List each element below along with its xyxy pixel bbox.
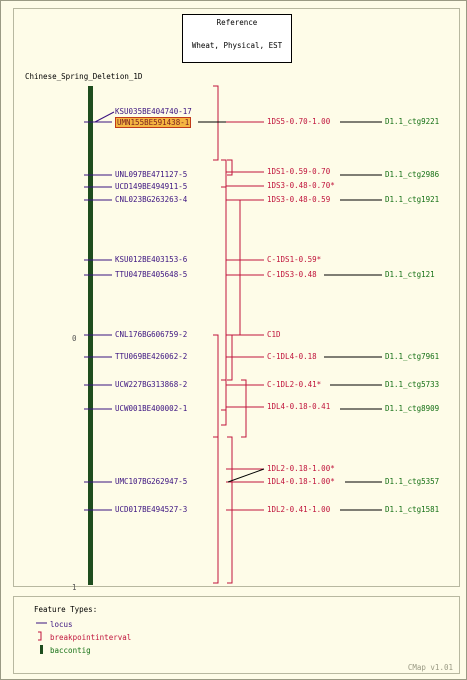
contig-label[interactable]: D1.1_ctg121 (385, 270, 435, 279)
interval-label[interactable]: 1DL4-0.18-0.41 (267, 402, 331, 411)
contig-label[interactable]: D1.1_ctg9221 (385, 117, 440, 126)
locus-label[interactable]: UNL097BE471127-5 (115, 170, 188, 179)
locus-label[interactable]: UMC107BG262947-5 (115, 477, 188, 486)
interval-label[interactable]: 1DS5-0.70-1.00 (267, 117, 331, 126)
interval-label[interactable]: 1DS3-0.48-0.70* (267, 181, 335, 190)
contig-label[interactable]: D1.1_ctg7961 (385, 352, 440, 361)
locus-label[interactable]: CNL023BG263263-4 (115, 195, 188, 204)
interval-label[interactable]: 1DL2-0.41-1.00 (267, 505, 331, 514)
locus-label[interactable]: UCD149BE494911-5 (115, 182, 188, 191)
axis-start-label: 0 (72, 334, 77, 343)
interval-label[interactable]: C-1DS3-0.48 (267, 270, 317, 279)
interval-label[interactable]: C-1DL4-0.18 (267, 352, 317, 361)
contig-label[interactable]: D1.1_ctg1581 (385, 505, 440, 514)
interval-bracket (235, 199, 241, 336)
interval-label[interactable]: 1DL2-0.18-1.00* (267, 464, 335, 473)
locus-label[interactable]: CNL176BG606759-2 (115, 330, 188, 339)
locus-label[interactable]: TTU069BE426062-2 (115, 352, 188, 361)
interval-bracket (213, 334, 219, 438)
locus-label[interactable]: UCD017BE494527-3 (115, 505, 188, 514)
interval-bracket (221, 159, 227, 188)
map-panel (13, 8, 460, 587)
interval-bracket (213, 436, 219, 584)
interval-label[interactable]: 1DS1-0.59-0.70 (267, 167, 331, 176)
reference-box[interactable]: Reference Wheat, Physical, EST (182, 14, 292, 63)
interval-bracket (227, 159, 233, 176)
legend-item-locus: locus (50, 620, 73, 629)
contig-label[interactable]: D1.1_ctg5357 (385, 477, 440, 486)
legend-item-baccontig: baccontig (50, 646, 91, 655)
locus-label[interactable]: UMN155BE591438-1 (115, 117, 192, 128)
interval-label[interactable]: C-1DS1-0.59* (267, 255, 322, 264)
locus-label[interactable]: UCW001BE400002-1 (115, 404, 188, 413)
interval-bracket (213, 85, 219, 161)
version-label: CMap v1.01 (407, 663, 453, 672)
legend-item-breakpointinterval: breakpointinterval (50, 633, 132, 642)
locus-label[interactable]: UCW227BG313868-2 (115, 380, 188, 389)
contig-swatch (40, 645, 43, 654)
contig-label[interactable]: D1.1_ctg1921 (385, 195, 440, 204)
axis-end-label: 1 (72, 583, 77, 592)
interval-bracket (221, 186, 227, 411)
interval-label[interactable]: 1DL4-0.18-1.00* (267, 477, 335, 486)
reference-subtitle: Wheat, Physical, EST (191, 41, 283, 50)
interval-swatch (38, 631, 42, 641)
interval-bracket (221, 379, 227, 426)
locus-interval-line (227, 468, 265, 483)
map-title[interactable]: Chinese_Spring_Deletion_1D (25, 72, 143, 81)
interval-label[interactable]: 1DS3-0.48-0.59 (267, 195, 331, 204)
legend: Feature Types: locus breakpointinterval … (13, 596, 460, 674)
interval-label[interactable]: C1D (267, 330, 281, 339)
legend-title: Feature Types: (34, 605, 98, 614)
contig-label[interactable]: D1.1_ctg2986 (385, 170, 440, 179)
locus-label[interactable]: KSU012BE403153-6 (115, 255, 188, 264)
interval-bracket (241, 379, 247, 438)
interval-label[interactable]: C-1DL2-0.41* (267, 380, 322, 389)
reference-title: Reference (216, 18, 258, 27)
contig-label[interactable]: D1.1_ctg5733 (385, 380, 440, 389)
contig-label[interactable]: D1.1_ctg8909 (385, 404, 440, 413)
locus-label[interactable]: KSU035BE404740-17 (115, 107, 192, 116)
legend-swatches (36, 622, 47, 654)
locus-label[interactable]: TTU047BE405648-5 (115, 270, 188, 279)
locus-connector (94, 111, 115, 123)
